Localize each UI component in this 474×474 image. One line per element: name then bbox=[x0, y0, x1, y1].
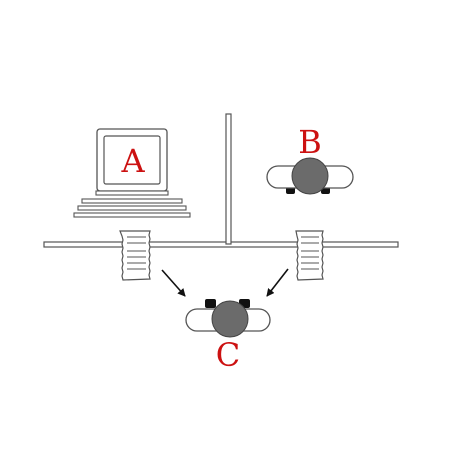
paper-left-outline bbox=[119, 230, 151, 281]
person-c-feet-left bbox=[205, 299, 216, 308]
label-a: A bbox=[120, 142, 145, 180]
arrow-icon-left bbox=[161, 269, 186, 297]
person-c-head bbox=[211, 300, 249, 338]
monitor-screen bbox=[103, 135, 161, 185]
paper-sheet-icon-right bbox=[295, 230, 324, 281]
label-b: B bbox=[298, 123, 322, 161]
keyboard-3 bbox=[73, 212, 191, 218]
keyboard-1 bbox=[81, 198, 183, 204]
person-icon-c bbox=[185, 299, 271, 338]
paper-right-outline bbox=[295, 230, 324, 281]
computer-icon bbox=[73, 128, 191, 218]
paper-sheet-icon-left bbox=[119, 230, 151, 281]
horizontal-wall bbox=[43, 241, 399, 248]
arrow-icon-right bbox=[266, 268, 289, 297]
label-c: C bbox=[216, 336, 240, 374]
monitor-base bbox=[95, 190, 169, 196]
keyboard-2 bbox=[77, 205, 187, 211]
room-walls bbox=[43, 113, 399, 248]
vertical-wall bbox=[225, 113, 232, 245]
person-icon-b bbox=[266, 157, 354, 195]
person-b-head bbox=[291, 157, 329, 195]
